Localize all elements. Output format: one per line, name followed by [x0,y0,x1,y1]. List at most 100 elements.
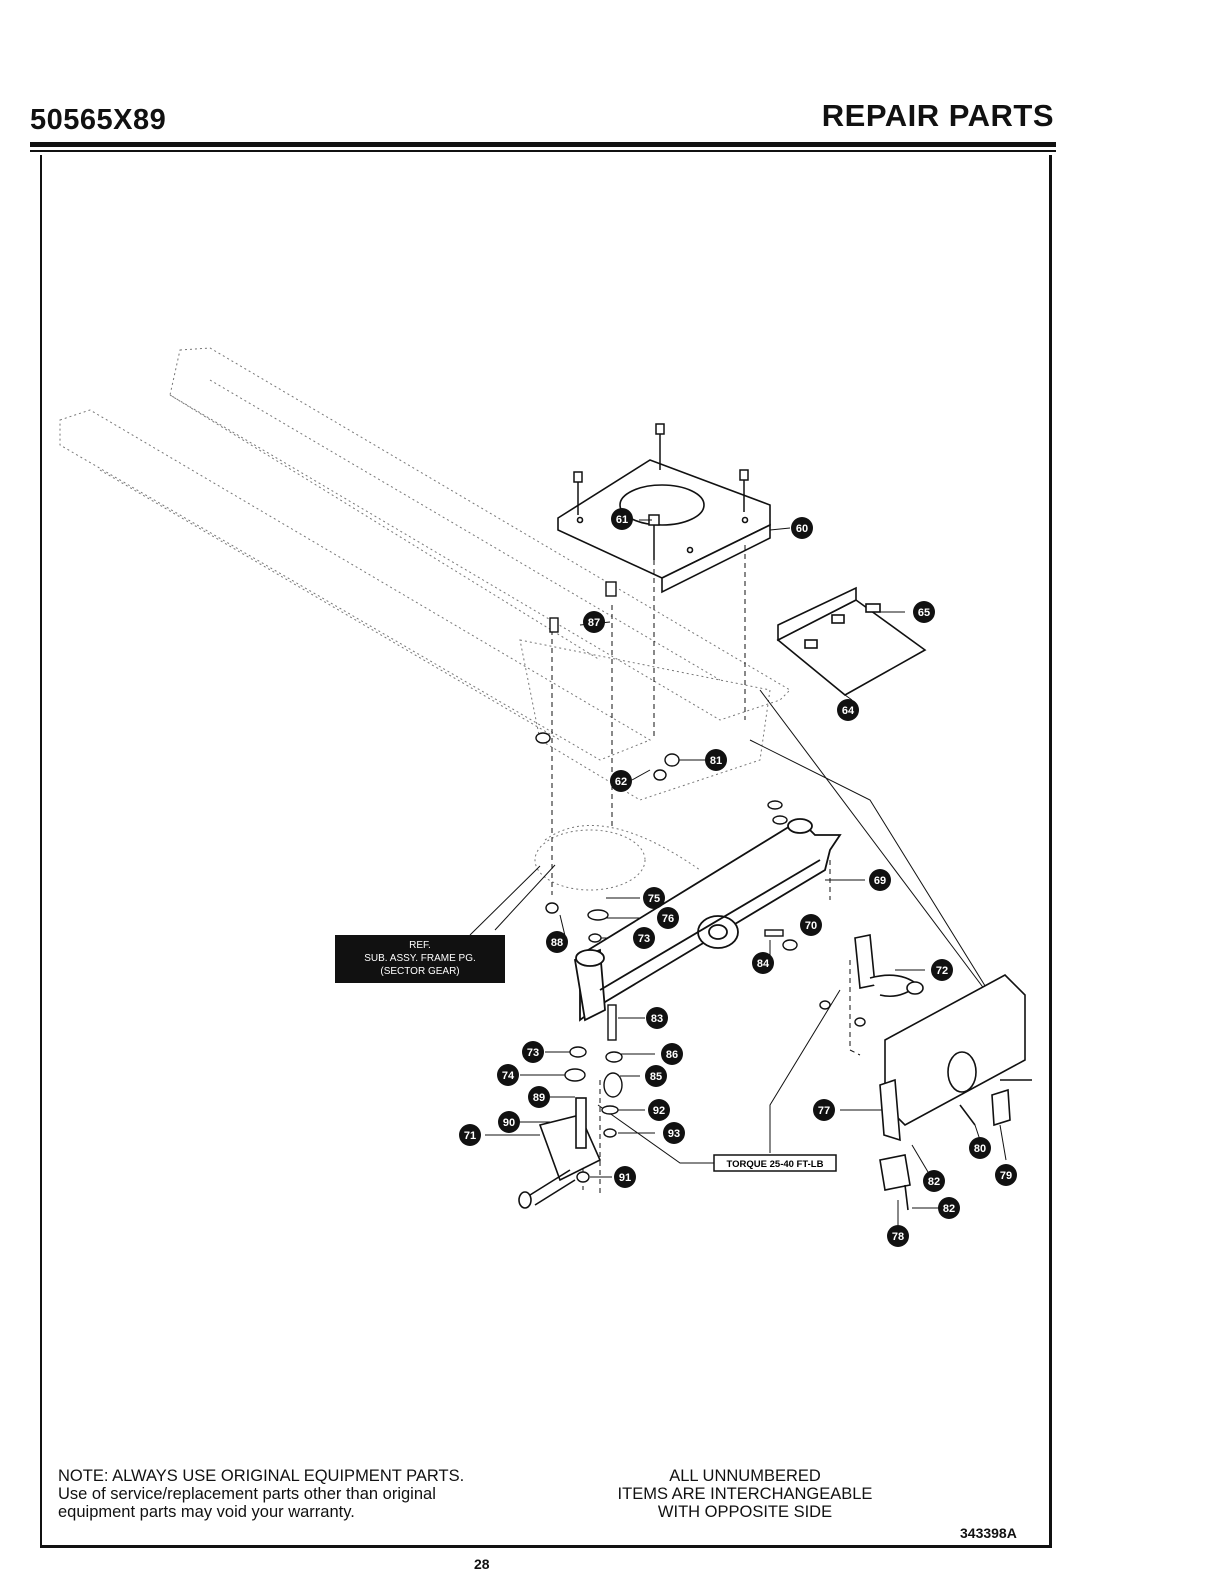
callout-number: 87 [588,617,600,629]
callout-number: 93 [668,1128,680,1140]
callout-circle [791,517,813,539]
note-line1: NOTE: ALWAYS USE ORIGINAL EQUIPMENT PART… [58,1467,465,1485]
callout-number: 74 [502,1070,515,1082]
callout-circle [995,1164,1017,1186]
model-number: 50565X89 [30,104,167,136]
callout-number: 90 [503,1117,515,1129]
callout-82: 82 [923,1170,945,1192]
callout-90: 90 [498,1111,520,1133]
callout-number: 83 [651,1013,663,1025]
callout-markers: 6061626465697071727373747576777879808182… [459,508,1017,1247]
callout-88: 88 [546,931,568,953]
callout-number: 70 [805,920,817,932]
tie-rod [854,934,924,998]
callout-circle [663,1122,685,1144]
callout-number: 76 [662,913,674,925]
callout-73: 73 [522,1041,544,1063]
callout-82: 82 [938,1197,960,1219]
callout-number: 60 [796,523,808,535]
callout-70: 70 [800,914,822,936]
callout-circle [611,508,633,530]
callout-93: 93 [663,1122,685,1144]
unnumbered-line1: ALL UNNUMBERED [669,1467,821,1485]
callout-number: 73 [638,933,650,945]
equipment-note: NOTE: ALWAYS USE ORIGINAL EQUIPMENT PART… [58,1467,528,1521]
callout-number: 75 [648,893,660,905]
callout-circle [546,931,568,953]
callout-91: 91 [614,1166,636,1188]
callout-circle [869,869,891,891]
callout-number: 79 [1000,1170,1012,1182]
callout-circle [923,1170,945,1192]
callout-number: 71 [464,1130,476,1142]
callout-circle [528,1086,550,1108]
callout-72: 72 [931,959,953,981]
callout-number: 86 [666,1049,678,1061]
mounting-plate [557,459,771,594]
callout-circle [969,1137,991,1159]
callout-circle [938,1197,960,1219]
callout-89: 89 [528,1086,550,1108]
callout-number: 84 [757,958,770,970]
unnumbered-line3: WITH OPPOSITE SIDE [657,1503,833,1521]
small-brackets [879,1088,1011,1211]
callout-number: 92 [653,1105,665,1117]
callout-number: 65 [918,607,930,619]
callout-circle [522,1041,544,1063]
page-number: 28 [474,1556,490,1572]
callout-64: 64 [837,699,859,721]
callout-77: 77 [813,1099,835,1121]
callout-81: 81 [705,749,727,771]
axle-bracket [776,586,927,696]
callout-circle [643,887,665,909]
torque-label: TORQUE 25-40 FT-LB [713,1154,837,1172]
alignment-dashes [551,545,861,1195]
callout-circle [633,927,655,949]
callout-circle [646,1007,668,1029]
callout-number: 78 [892,1231,904,1243]
callout-number: 64 [842,705,855,717]
callout-80: 80 [969,1137,991,1159]
ref-box-line1: REF. [409,940,431,951]
callout-circle [645,1065,667,1087]
callout-circle [498,1111,520,1133]
torque-text: TORQUE 25-40 FT-LB [727,1159,824,1170]
ref-box-line2: SUB. ASSY. FRAME PG. [364,953,476,964]
callout-circle [583,611,605,633]
callout-number: 62 [615,776,627,788]
callout-number: 82 [943,1203,955,1215]
callout-circle [657,907,679,929]
callout-87: 87 [583,611,605,633]
callout-85: 85 [645,1065,667,1087]
callout-number: 89 [533,1092,545,1104]
callout-92: 92 [648,1099,670,1121]
callout-65: 65 [913,601,935,623]
plate-bolts [573,423,749,560]
callout-circle [648,1099,670,1121]
callout-circle [913,601,935,623]
callout-circle [931,959,953,981]
reference-box: REF. SUB. ASSY. FRAME PG. (SECTOR GEAR) [335,935,505,983]
callout-60: 60 [791,517,813,539]
callout-circle [752,952,774,974]
callout-74: 74 [497,1064,519,1086]
callout-circle [459,1124,481,1146]
callout-circle [813,1099,835,1121]
callout-73: 73 [633,927,655,949]
steering-bracket [879,974,1032,1142]
unnumbered-line2: ITEMS ARE INTERCHANGEABLE [617,1485,873,1503]
note-line2: Use of service/replacement parts other t… [58,1485,436,1503]
frame-reference-outline [59,347,791,891]
callout-circle [610,770,632,792]
drawing-code: 343398A [960,1525,1017,1541]
callout-number: 91 [619,1172,631,1184]
callout-number: 69 [874,875,886,887]
header-rule-thick [30,142,1056,147]
ref-box-line3: (SECTOR GEAR) [380,966,459,977]
spindle [518,1097,602,1209]
callout-circle [837,699,859,721]
interchangeable-note: ALL UNNUMBERED ITEMS ARE INTERCHANGEABLE… [590,1467,900,1521]
callout-83: 83 [646,1007,668,1029]
callout-62: 62 [610,770,632,792]
diagram-frame [40,155,1052,1548]
